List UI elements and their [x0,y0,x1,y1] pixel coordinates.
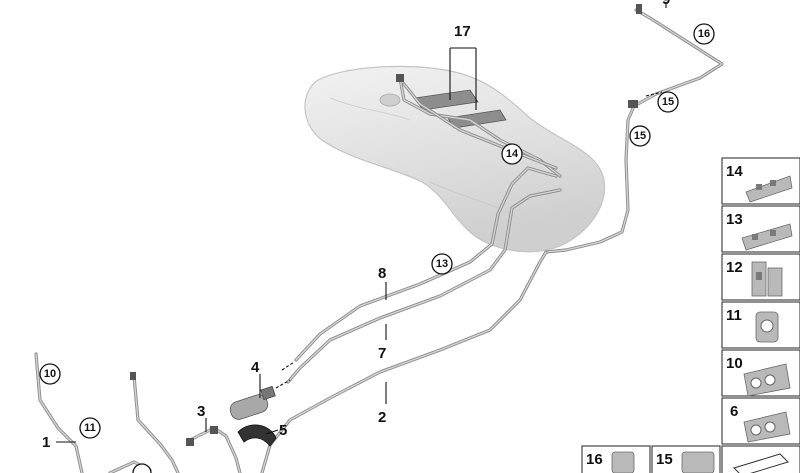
callout-2: 2 [378,409,386,426]
callout-13: 13 [431,253,453,275]
callout-10: 10 [39,363,61,385]
svg-text:15: 15 [634,130,646,142]
callout-3: 3 [197,403,205,420]
svg-text:12: 12 [726,259,743,276]
fuel-tank [304,65,606,253]
callout-15-upper: 15 [657,91,679,113]
connectors [130,4,663,446]
svg-text:16: 16 [586,451,603,468]
legend-item-6: 6 [721,397,800,445]
fuel-lines [34,8,724,473]
callout-5: 5 [279,422,287,439]
circled-callouts: 16 15 15 14 13 10 11 [39,23,715,473]
callout-11: 11 [79,417,101,439]
svg-text:14: 14 [726,163,743,180]
svg-text:15: 15 [662,96,674,108]
svg-text:16: 16 [698,28,710,40]
callout-8: 8 [378,265,386,282]
svg-text:10: 10 [44,368,56,380]
legend-item-11: 11 [721,301,800,349]
svg-text:14: 14 [506,148,519,160]
callout-16: 16 [693,23,715,45]
callout-14: 14 [501,143,523,165]
legend-item-13: 13 [721,205,800,253]
part-labels: 17 9 8 7 4 3 5 2 1 [42,0,670,451]
legend-item-15: 15 [651,445,721,473]
svg-text:15: 15 [656,451,673,468]
callout-15-lower: 15 [629,125,651,147]
svg-text:11: 11 [84,422,96,434]
svg-text:11: 11 [726,307,742,324]
legend-item-tool [721,445,800,473]
callout-partial [132,463,152,473]
legend-item-10: 10 [721,349,800,397]
filter-bracket [237,424,277,447]
parts-legend: 14 13 12 11 [581,157,800,473]
fuel-filter [229,361,295,420]
leader-lines [56,2,667,443]
svg-text:13: 13 [726,211,743,228]
svg-text:10: 10 [726,355,743,372]
legend-item-14: 14 [721,157,800,205]
callout-9: 9 [662,0,670,8]
callout-17: 17 [454,23,471,40]
callout-4: 4 [251,359,260,376]
svg-text:13: 13 [436,258,448,270]
legend-item-16: 16 [581,445,651,473]
callout-7: 7 [378,345,386,362]
legend-item-12: 12 [721,253,800,301]
callout-1: 1 [42,434,50,451]
svg-text:6: 6 [730,403,738,420]
